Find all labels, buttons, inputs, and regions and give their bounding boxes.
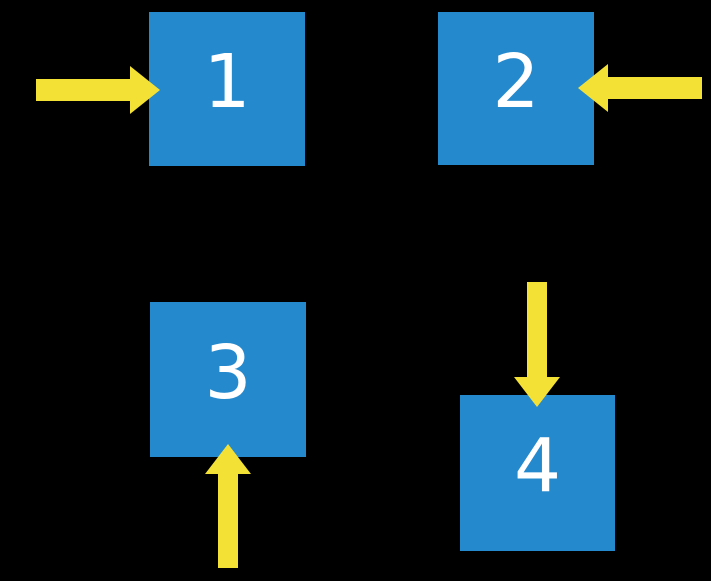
square-4: 4 bbox=[460, 395, 615, 551]
square-1: 1 bbox=[149, 12, 305, 166]
arrow-up-icon bbox=[205, 444, 251, 568]
square-3-label: 3 bbox=[204, 329, 252, 416]
arrow-left-icon bbox=[578, 64, 702, 112]
square-2-label: 2 bbox=[492, 38, 540, 125]
arrow-down-icon bbox=[514, 282, 560, 407]
square-3: 3 bbox=[150, 302, 306, 457]
square-2: 2 bbox=[438, 12, 594, 165]
square-1-label: 1 bbox=[203, 39, 251, 125]
square-4-label: 4 bbox=[513, 423, 562, 509]
arrow-right-icon bbox=[36, 66, 160, 114]
